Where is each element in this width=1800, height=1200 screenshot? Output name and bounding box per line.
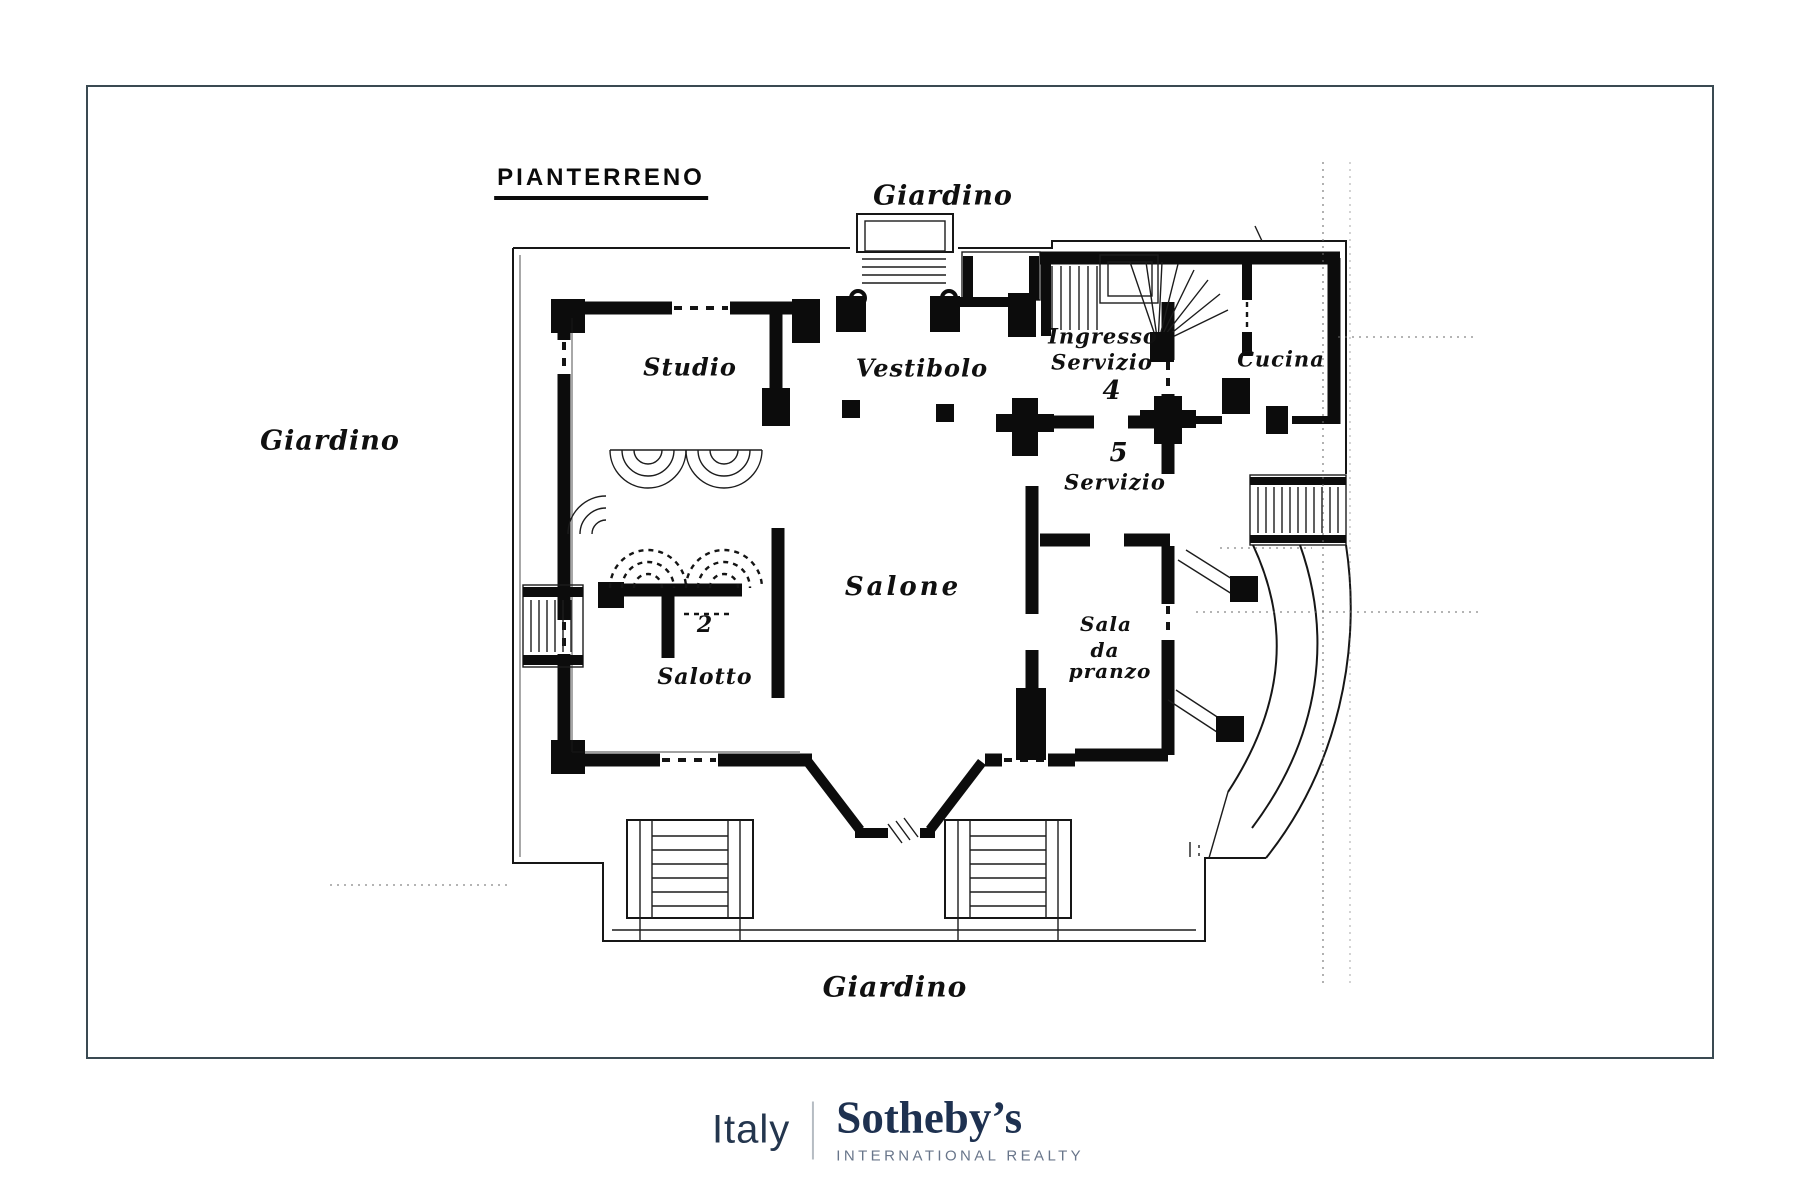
brand-name-label: Sotheby’s xyxy=(836,1092,1023,1143)
room-label-vestibolo: Vestibolo xyxy=(855,353,989,383)
room-label-servizio: Servizio xyxy=(1064,469,1166,495)
brand-region-label: Italy xyxy=(711,1107,791,1152)
room-label-ingresso-line1: Ingresso xyxy=(1048,323,1158,349)
brand-logo: Italy Sotheby’s INTERNATIONAL REALTY xyxy=(711,1092,1085,1165)
garden-label-left: Giardino xyxy=(260,425,400,457)
room-label-cucina: Cucina xyxy=(1237,346,1325,372)
service-stair xyxy=(1041,254,1229,362)
entrance-portico xyxy=(836,213,960,332)
room-label-sala-line2: da xyxy=(1090,638,1120,662)
service-entry xyxy=(960,251,1041,337)
perimeter-walls xyxy=(551,299,1175,844)
room-label-sala-line3: pranzo xyxy=(1068,659,1152,683)
room-label-studio: Studio xyxy=(643,352,737,382)
left-exterior-stair xyxy=(522,584,584,668)
room-label-ingresso-line2: Servizio xyxy=(1051,349,1153,375)
interior-walls xyxy=(598,308,1258,742)
room-label-salone: Salone xyxy=(844,572,962,602)
kitchen-wing xyxy=(1040,251,1341,434)
room-number-4: 4 xyxy=(1102,376,1122,406)
plan-frame-border xyxy=(86,85,1714,1059)
scan-artifacts xyxy=(330,162,1478,988)
room-label-sala-line1: Sala xyxy=(1080,612,1132,636)
brand-divider xyxy=(812,1101,815,1159)
terrace-boundary xyxy=(512,225,1352,942)
garden-label-bottom: Giardino xyxy=(822,970,968,1004)
brand-stack: Sotheby’s INTERNATIONAL REALTY xyxy=(836,1092,1085,1165)
garden-label-top: Giardino xyxy=(873,180,1013,212)
brand-tagline-label: INTERNATIONAL REALTY xyxy=(836,1147,1085,1165)
curved-steps xyxy=(567,449,764,589)
plan-title: PIANTERRENO xyxy=(494,164,708,200)
room-number-5: 5 xyxy=(1109,438,1129,468)
room-number-2: 2 xyxy=(696,612,714,638)
garden-porches xyxy=(626,819,1072,941)
room-label-salotto: Salotto xyxy=(657,664,753,690)
right-stair-and-ramp xyxy=(1208,474,1347,859)
